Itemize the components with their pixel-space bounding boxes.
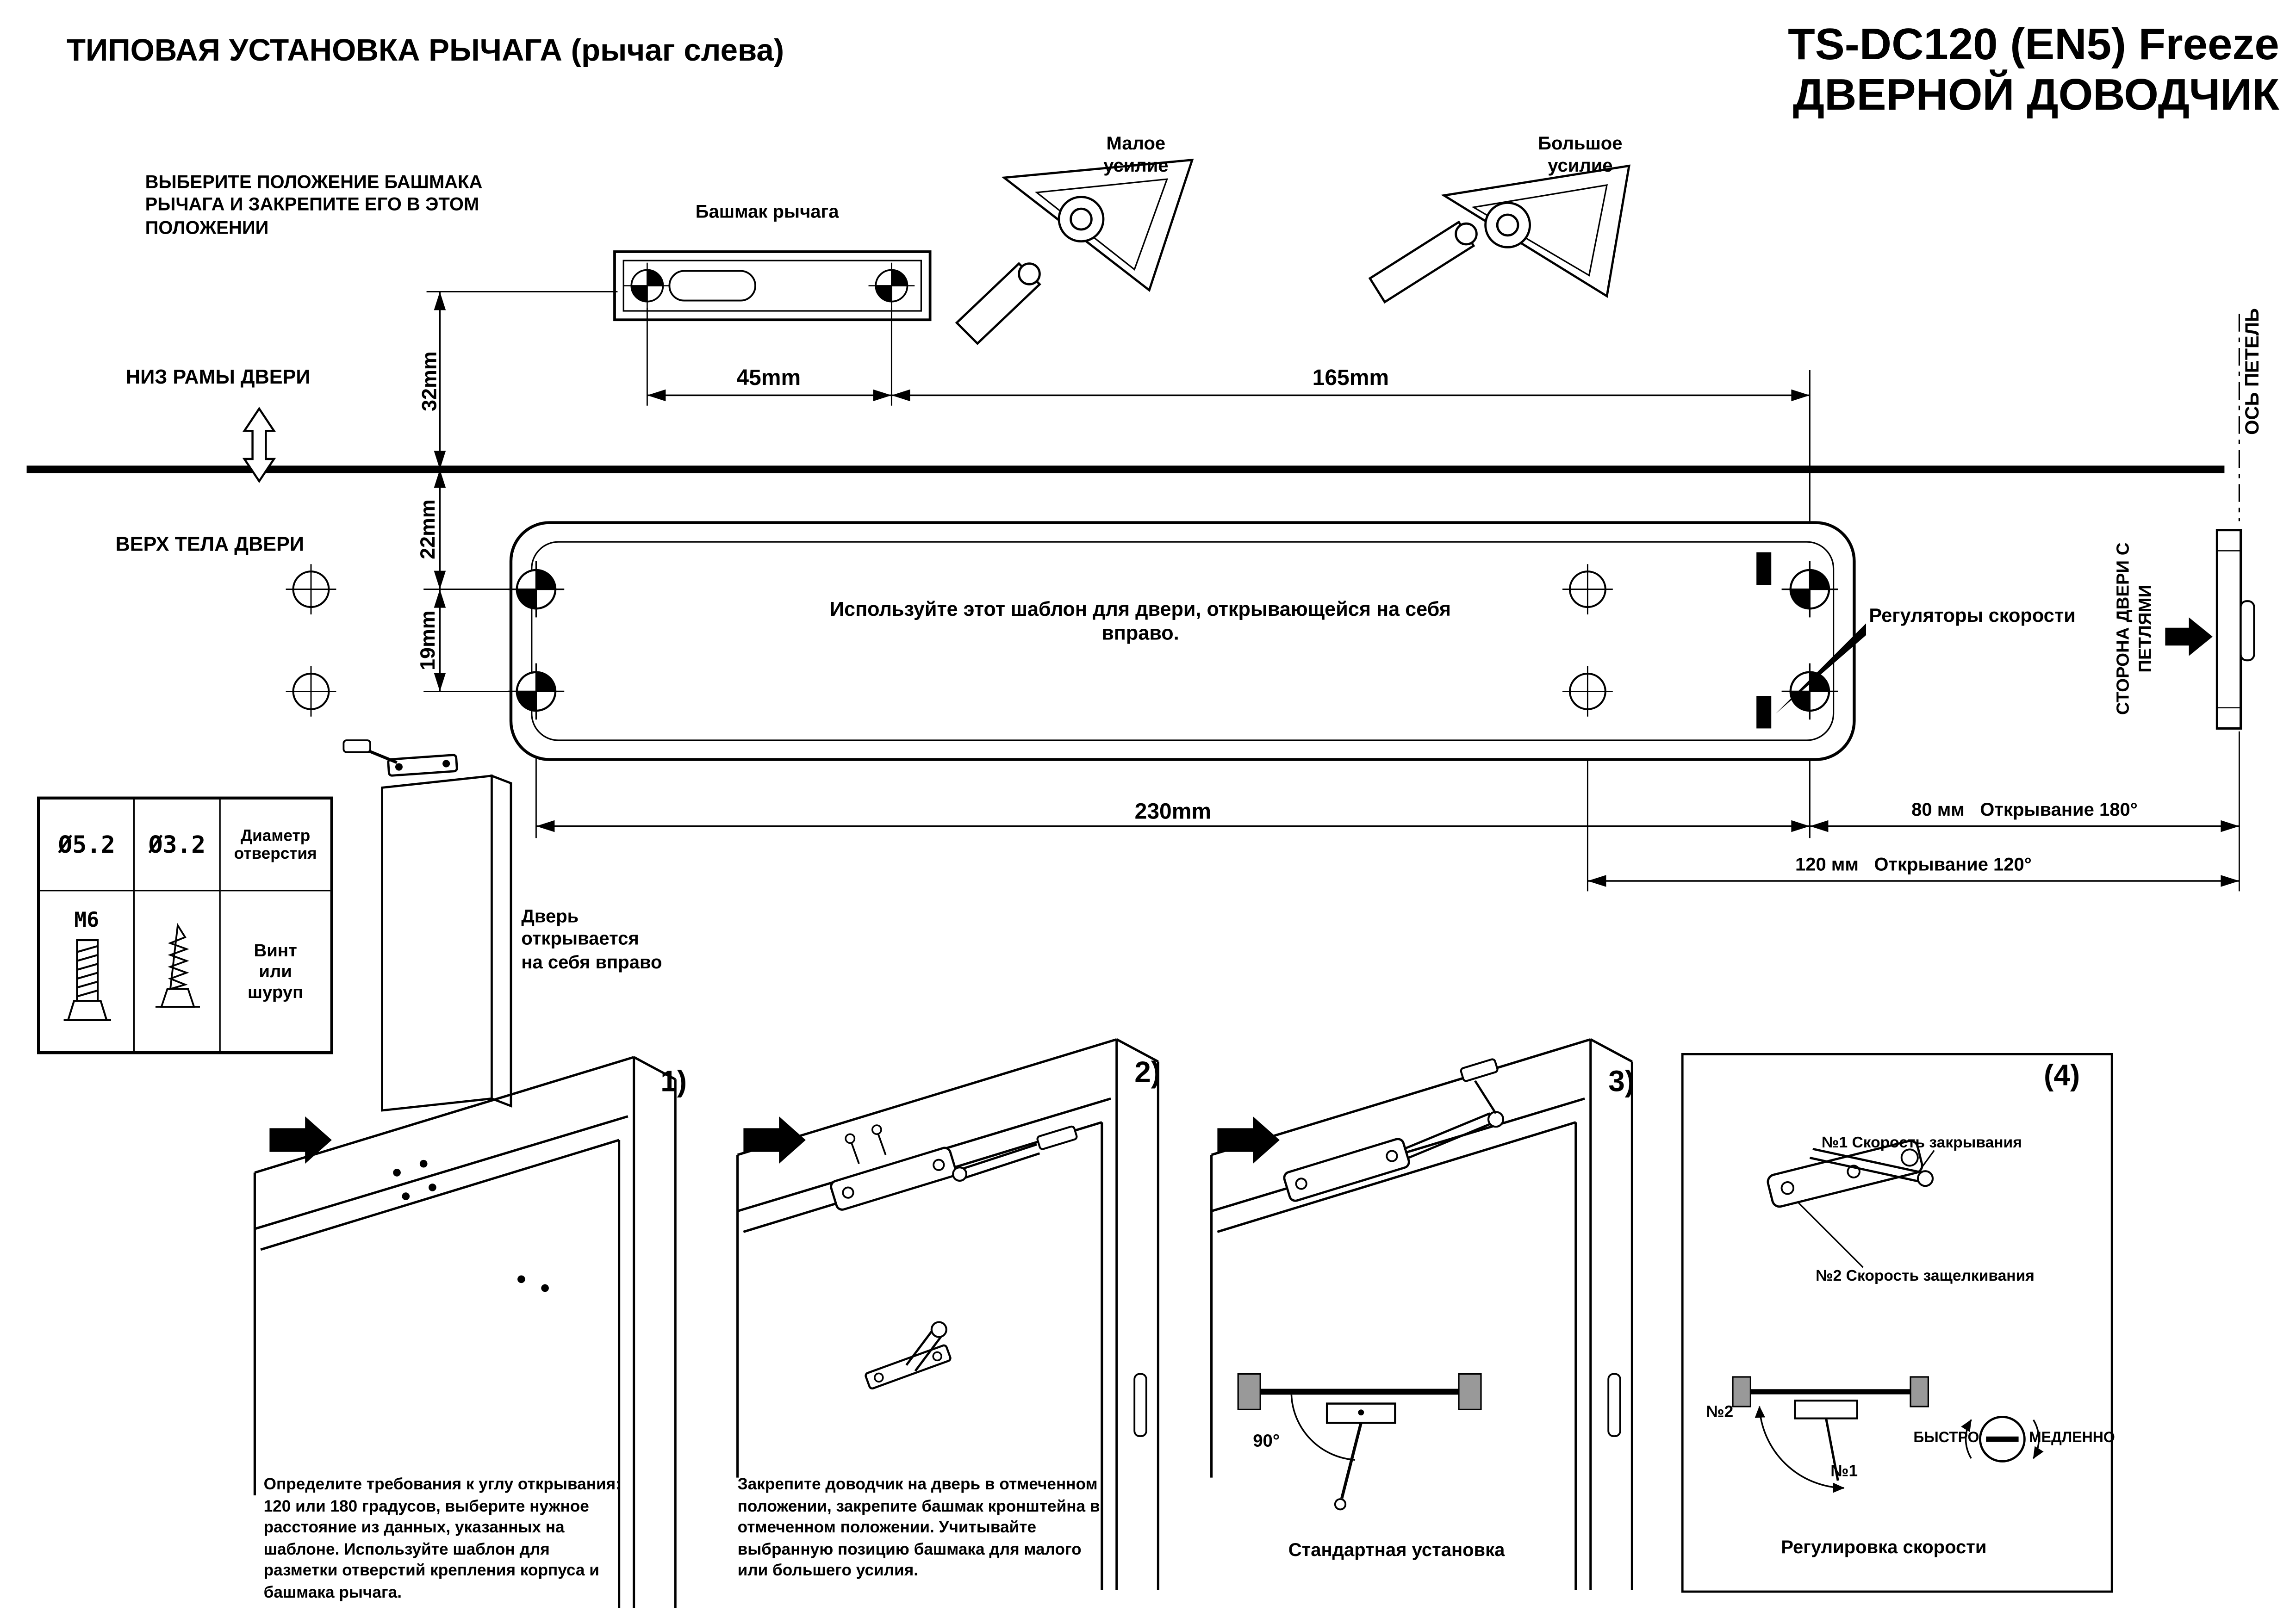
speed-adjust-schematic — [1732, 1376, 1929, 1493]
table-cell-screw-label: Винт или шуруп — [221, 891, 330, 1051]
dim-165-label: 165mm — [1312, 366, 1389, 391]
speed-regulators-label: Регуляторы скорости — [1869, 604, 2076, 626]
hinge-side-label: СТОРОНА ДВЕРИ С ПЕТЛЯМИ — [2112, 542, 2155, 715]
panel4-fast-label: БЫСТРО — [1913, 1430, 1979, 1447]
hinge-side-arrow — [2165, 617, 2213, 656]
panel4-border — [1681, 1053, 2113, 1593]
dim-32-label: 32mm — [417, 351, 441, 411]
panel3-arrow — [1217, 1116, 1280, 1164]
table-cell-hole-m6: Ø5.2 — [40, 800, 135, 892]
panel3-angle-label: 90° — [1253, 1430, 1280, 1451]
arm-shoe-drawing — [613, 250, 932, 322]
panel1-text: Определите требования к углу открывания:… — [263, 1476, 621, 1602]
panel2-arrow — [743, 1116, 806, 1164]
panel4-n2-label: №2 — [1706, 1403, 1734, 1421]
fastener-table: Ø5.2 Ø3.2 Диаметр отверстия M6 — [37, 796, 333, 1054]
large-force-label: Большое усилие — [1538, 133, 1623, 177]
table-cell-hole-label: Диаметр отверстия — [220, 800, 330, 892]
dim-230-label: 230mm — [1134, 800, 1212, 825]
product-model: TS-DC120 (EN5) Freeze — [1788, 20, 2279, 70]
panel4-slow-label: МЕДЛЕННО — [2029, 1430, 2115, 1447]
panel2-hinge — [1133, 1373, 1147, 1437]
dimension-lines — [423, 291, 2240, 892]
panel4-n1-label: №1 — [1830, 1463, 1858, 1481]
template-note: Используйте этот шаблон для двери, откры… — [830, 598, 1451, 645]
panel3-number: 3) — [1608, 1066, 1635, 1099]
panel3-caption: Стандартная установка — [1288, 1540, 1505, 1561]
dim-19-label: 19mm — [415, 610, 439, 670]
screw-type-label: Винт или шуруп — [248, 940, 304, 1003]
product-title: TS-DC120 (EN5) Freeze ДВЕРНОЙ ДОВОДЧИК — [1788, 21, 2279, 120]
door-closer-template — [508, 521, 1856, 761]
gap-double-arrow — [242, 407, 276, 483]
panel3-hinge — [1607, 1373, 1621, 1437]
large-force-arm-drawing — [1368, 164, 1630, 304]
speed-valve-top — [1756, 552, 1772, 585]
hinge-axis-label: ОСЬ ПЕТЕЛЬ — [2240, 308, 2263, 435]
dim-45-label: 45mm — [736, 366, 801, 391]
choose-position-note: ВЫБЕРИТЕ ПОЛОЖЕНИЕ БАШМАКА РЫЧАГА И ЗАКР… — [145, 172, 483, 238]
panel4-close-speed-label: №1 Скорость закрывания — [1822, 1134, 2022, 1152]
panel2-number: 2) — [1134, 1057, 1161, 1090]
panel3-drawing — [1212, 1039, 1632, 1590]
speed-regulators-pointer — [1775, 623, 1866, 714]
reference-hole-circles — [286, 564, 336, 717]
panel1-drawing — [255, 1057, 675, 1608]
door-opens-label: Дверь открывается на себя вправо — [521, 906, 662, 972]
panel2-drawing — [738, 1039, 1158, 1590]
panel1-number: 1) — [660, 1066, 687, 1099]
panel2-text: Закрепите доводчик на дверь в отмеченном… — [737, 1476, 1100, 1580]
panel4-number: (4) — [2044, 1060, 2080, 1093]
hole-diameter-label: Диаметр отверстия — [234, 827, 317, 862]
table-cell-m6: M6 — [40, 891, 135, 1051]
door-top-label: ВЕРХ ТЕЛА ДВЕРИ — [115, 533, 304, 555]
panel4-latch-speed-label: №2 Скорость защелкивания — [1816, 1267, 2035, 1285]
small-force-label: Малое усилие — [1103, 133, 1169, 177]
product-name: ДВЕРНОЙ ДОВОДЧИК — [1792, 70, 2279, 119]
table-cell-wood-screw — [135, 891, 221, 1051]
table-cell-hole-screw: Ø3.2 — [135, 800, 221, 892]
m6-label: M6 — [74, 909, 100, 933]
dim-80-label: 80 мм Открывание 180° — [1911, 800, 2138, 820]
page-title: ТИПОВАЯ УСТАНОВКА РЫЧАГА (рычаг слева) — [67, 34, 784, 68]
speed-valve-bottom — [1756, 696, 1772, 729]
hinge-side-door-edge — [2215, 529, 2255, 730]
dim-22-label: 22mm — [415, 499, 439, 559]
frame-bottom-label: НИЗ РАМЫ ДВЕРИ — [126, 366, 311, 388]
panel4-drawing — [1681, 1053, 2113, 1593]
panel4-caption: Регулировка скорости — [1781, 1537, 1987, 1558]
hole-diameter-screw: Ø3.2 — [148, 831, 206, 859]
dim-120-label: 120 мм Открывание 120° — [1795, 854, 2032, 875]
door-opens-drawing — [342, 739, 512, 1112]
standard-install-schematic — [1237, 1373, 1482, 1511]
small-force-arm-drawing — [955, 158, 1194, 345]
hole-diameter-m6: Ø5.2 — [58, 831, 115, 859]
machine-screw-icon — [63, 939, 111, 1021]
wood-screw-icon — [155, 923, 199, 1008]
arm-shoe-label: Башмак рычага — [695, 201, 839, 222]
panel1-arrow — [269, 1116, 332, 1164]
adjuster-screw-icon — [1961, 1416, 2044, 1463]
